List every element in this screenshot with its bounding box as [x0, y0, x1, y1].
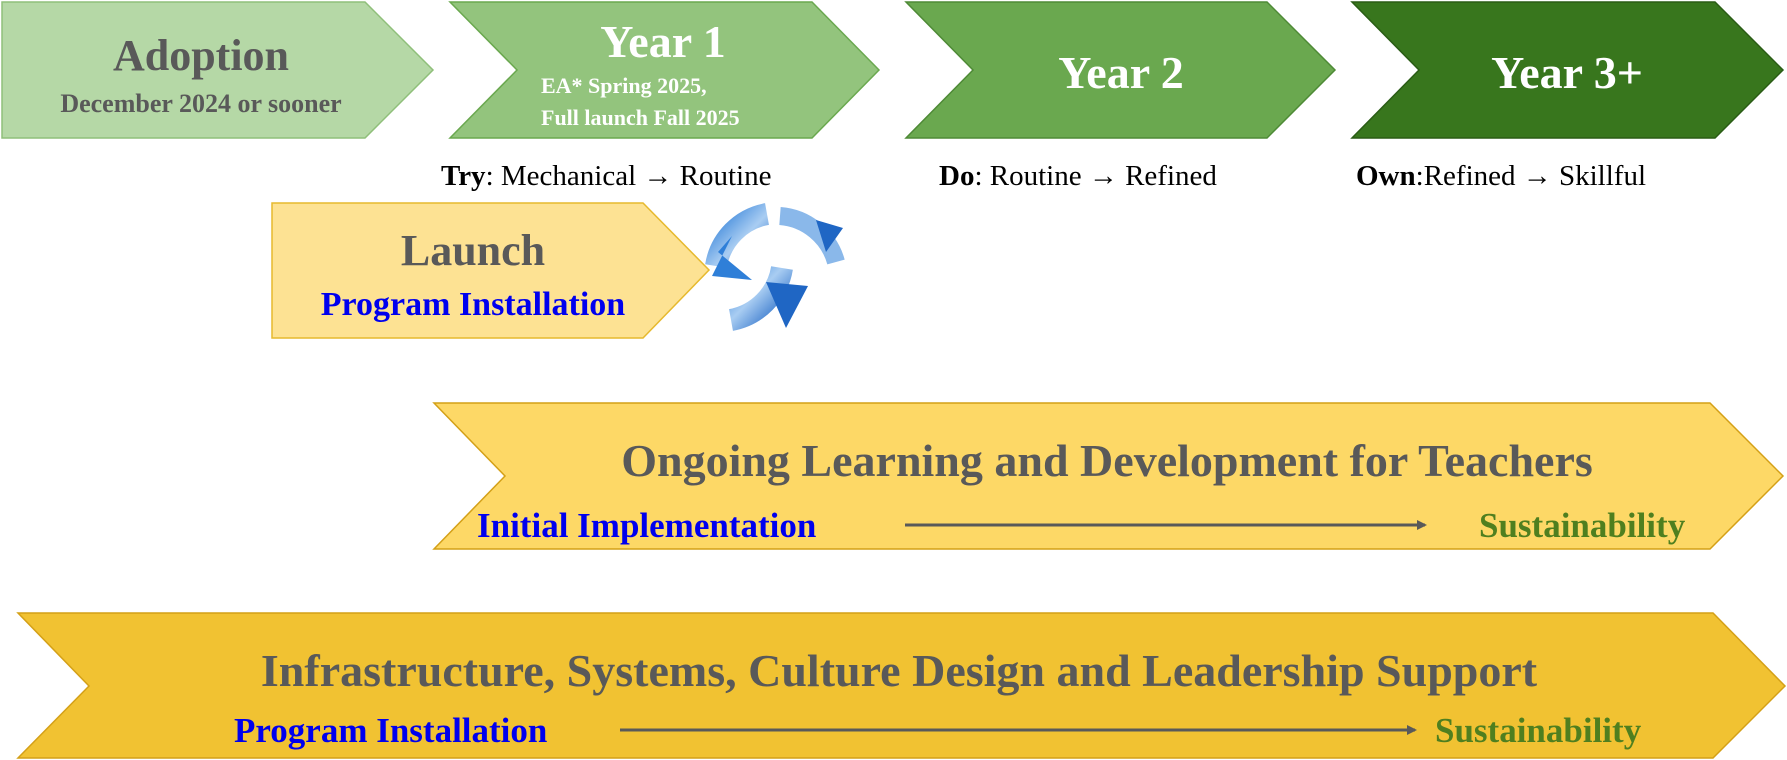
- stage-year1-title: Year 1: [600, 16, 726, 67]
- ongoing-start-label: Initial Implementation: [477, 506, 817, 545]
- phase-do-keyword: Do: [939, 160, 975, 192]
- phase-own-text: :Refined → Skillful: [1415, 160, 1647, 192]
- phase-try-label: Try: Mechanical → Routine: [441, 162, 771, 191]
- stage-year1-line1: EA* Spring 2025,: [541, 73, 707, 98]
- stage-year2-title: Year 2: [1058, 47, 1184, 98]
- ongoing-end-label: Sustainability: [1479, 506, 1686, 545]
- ongoing-title: Ongoing Learning and Development for Tea…: [621, 435, 1593, 486]
- stage-year2-chevron: [904, 1, 1337, 139]
- stage-adoption-chevron: [1, 1, 435, 139]
- phase-try-keyword: Try: [441, 160, 486, 192]
- infrastructure-title: Infrastructure, Systems, Culture Design …: [260, 645, 1538, 696]
- stage-adoption-title: Adoption: [112, 31, 290, 80]
- launch-title: Launch: [400, 226, 546, 275]
- infrastructure-chevron: [16, 612, 1787, 759]
- stage-year1-line2: Full launch Fall 2025: [541, 105, 740, 130]
- stage-year1-chevron: [448, 1, 881, 139]
- launch-chevron: [271, 202, 711, 339]
- ongoing-learning-chevron: [432, 402, 1785, 550]
- phase-own-keyword: Own: [1356, 160, 1416, 192]
- phase-do-text: : Routine → Refined: [974, 160, 1217, 192]
- cycle-arrows-icon: [705, 203, 845, 331]
- phase-do-label: Do: Routine → Refined: [939, 162, 1217, 191]
- phase-try-text: : Mechanical → Routine: [485, 160, 772, 192]
- infrastructure-start-label: Program Installation: [234, 711, 548, 750]
- launch-subtitle: Program Installation: [320, 286, 626, 323]
- stage-year3-title: Year 3+: [1491, 47, 1643, 98]
- stage-adoption-subtitle: December 2024 or sooner: [60, 89, 342, 118]
- phase-own-label: Own:Refined → Skillful: [1356, 162, 1646, 191]
- stage-year3-chevron: [1350, 1, 1785, 139]
- infrastructure-end-label: Sustainability: [1435, 711, 1642, 750]
